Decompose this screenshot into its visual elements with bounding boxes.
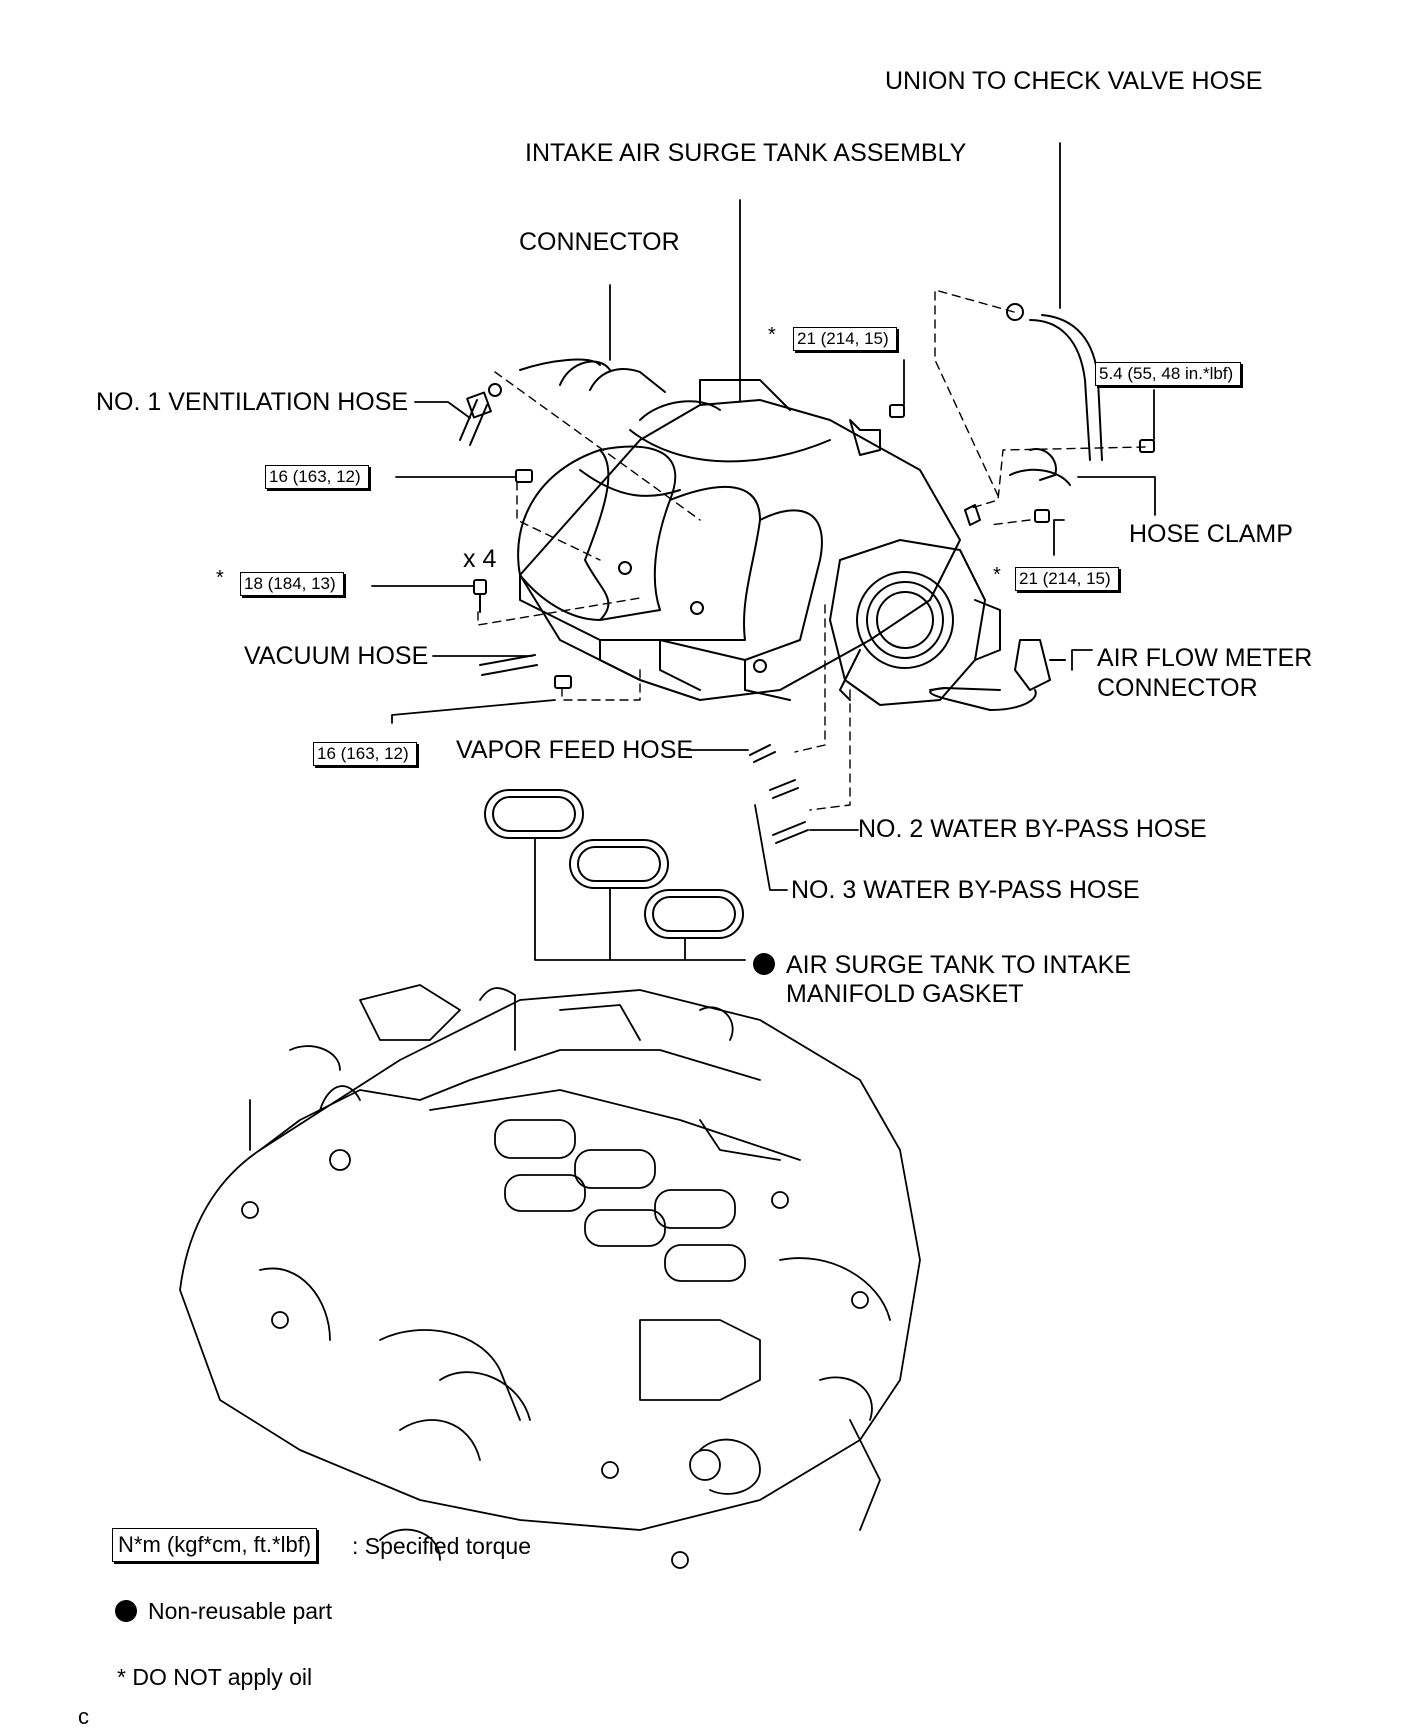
label-hose-clamp: HOSE CLAMP <box>1129 520 1293 548</box>
non-reusable-dot <box>753 953 775 975</box>
torque-box-16-top: 16 (163, 12) <box>265 465 369 489</box>
label-air-flow-meter: AIR FLOW METER <box>1097 644 1313 672</box>
torque-box-16-bottom: 16 (163, 12) <box>313 742 417 766</box>
torque-box-21-right: 21 (214, 15) <box>1015 567 1119 591</box>
label-gasket-line2: MANIFOLD GASKET <box>786 980 1024 1008</box>
gaskets-drawing <box>484 789 744 939</box>
throttle-body-drawing <box>829 539 1001 706</box>
label-connector: CONNECTOR <box>519 228 680 256</box>
label-no2-water-bypass-hose: NO. 2 WATER BY-PASS HOSE <box>858 815 1207 843</box>
label-no3-water-bypass-hose: NO. 3 WATER BY-PASS HOSE <box>791 876 1140 904</box>
label-vacuum-hose: VACUUM HOSE <box>244 642 429 670</box>
engine-block-drawing <box>179 984 921 1569</box>
torque-box-5-4: 5.4 (55, 48 in.*lbf) <box>1095 362 1242 386</box>
surge-tank-drawing <box>517 360 961 701</box>
asterisk-t21-top: * <box>768 324 776 346</box>
legend-torque-box: N*m (kgf*cm, ft.*lbf) <box>112 1528 318 1562</box>
label-no1-ventilation-hose: NO. 1 VENTILATION HOSE <box>96 388 409 416</box>
legend-no-oil-text: * DO NOT apply oil <box>117 1664 313 1690</box>
fasteners-drawing <box>473 303 1155 689</box>
legend-dot <box>115 1600 137 1622</box>
label-x4: x 4 <box>463 545 497 573</box>
torque-box-18: 18 (184, 13) <box>240 572 344 596</box>
label-intake-air-surge-tank-assembly: INTAKE AIR SURGE TANK ASSEMBLY <box>525 139 967 167</box>
label-gasket-line1: AIR SURGE TANK TO INTAKE <box>786 951 1131 979</box>
footer-mark: c <box>78 1704 89 1729</box>
legend-torque-text: : Specified torque <box>352 1533 532 1559</box>
label-union-to-check-valve-hose: UNION TO CHECK VALVE HOSE <box>885 67 1263 95</box>
dashed-lines <box>477 289 1146 811</box>
asterisk-t21-right: * <box>993 564 1001 586</box>
legend-nonreusable-text: Non-reusable part <box>148 1598 333 1624</box>
leader-lines <box>371 142 1156 961</box>
asterisk-t18: * <box>216 567 224 589</box>
air-flow-wire-drawing <box>929 639 1066 711</box>
label-air-flow-meter-connector: CONNECTOR <box>1097 674 1258 702</box>
torque-box-21-top: 21 (214, 15) <box>793 327 897 351</box>
label-vapor-feed-hose: VAPOR FEED HOSE <box>456 736 694 764</box>
